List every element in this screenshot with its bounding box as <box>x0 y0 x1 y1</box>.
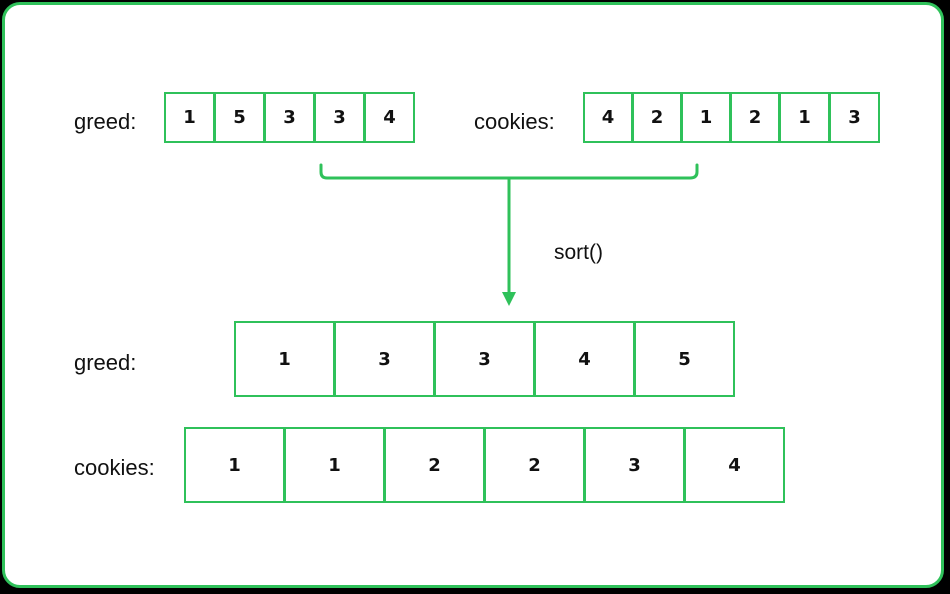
array-cell: 4 <box>364 92 415 143</box>
array-cell: 3 <box>434 321 535 397</box>
array-cell: 1 <box>779 92 830 143</box>
array-cell: 3 <box>314 92 365 143</box>
top-cookies-label: cookies: <box>474 109 555 134</box>
array-cell: 1 <box>234 321 335 397</box>
bottom-cookies-label: cookies: <box>74 455 155 480</box>
array-cell: 1 <box>284 427 385 503</box>
sort-operation-label: sort() <box>554 241 603 264</box>
top-greed-label: greed: <box>74 109 137 134</box>
array-cell: 4 <box>534 321 635 397</box>
array-cell: 3 <box>584 427 685 503</box>
array-cell: 2 <box>632 92 682 143</box>
array-cell: 2 <box>484 427 585 503</box>
array-cell: 2 <box>730 92 780 143</box>
array-cell: 4 <box>684 427 785 503</box>
array-cell: 5 <box>634 321 735 397</box>
array-cell: 2 <box>384 427 485 503</box>
array-cell: 3 <box>334 321 435 397</box>
array-cell: 1 <box>184 427 285 503</box>
array-cell: 5 <box>214 92 265 143</box>
merge-bracket <box>319 163 699 180</box>
array-cell: 1 <box>681 92 731 143</box>
bottom-greed-label: greed: <box>74 350 137 375</box>
array-cell: 3 <box>829 92 880 143</box>
arrow-head <box>502 292 516 306</box>
